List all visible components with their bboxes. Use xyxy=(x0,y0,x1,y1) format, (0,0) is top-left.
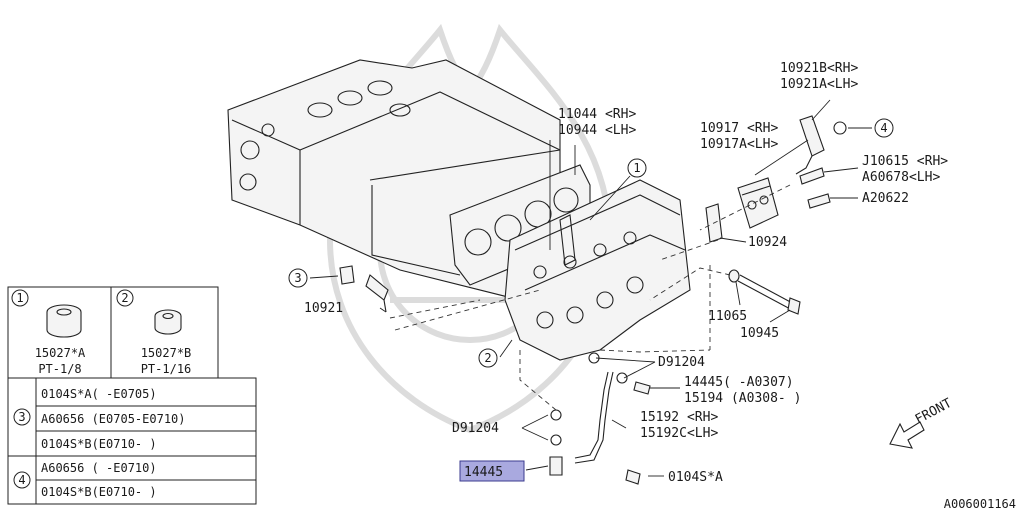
legend-row4-line2: 0104S*B(E0710- ) xyxy=(41,485,157,499)
label-D91204-lower: D91204 xyxy=(452,421,499,436)
assembly-lines xyxy=(389,184,791,411)
label-10924: 10924 xyxy=(748,235,787,250)
legend-row3-line2: A60656 (E0705-E0710) xyxy=(41,412,186,426)
label-10921A: 10921A<LH> xyxy=(780,77,858,92)
label-10921: 10921 xyxy=(304,301,343,316)
label-15192C: 15192C<LH> xyxy=(640,426,718,441)
callout-4: 4 xyxy=(874,118,894,138)
front-cylinder-head xyxy=(504,179,691,361)
callout-1: 1 xyxy=(627,158,647,178)
label-11065: 11065 xyxy=(708,309,747,324)
legend-row4-line1: A60656 ( -E0710) xyxy=(41,461,157,475)
label-10917A: 10917A<LH> xyxy=(700,137,778,152)
legend-cell2-spec: PT-1/16 xyxy=(141,362,192,376)
legend-cell2-part: 15027*B xyxy=(141,346,192,360)
callout-3: 3 xyxy=(288,268,308,288)
oil-control-valve-assembly xyxy=(705,115,847,243)
label-A20622: A20622 xyxy=(862,191,909,206)
left-sensor xyxy=(339,265,389,313)
label-10944: 10944 <LH> xyxy=(558,123,636,138)
label-14445: 14445( -A0307) xyxy=(684,375,794,390)
plug-large-icon xyxy=(46,304,82,338)
legend-table: 1 15027*A PT-1/8 2 15027*B PT-1/16 3 010… xyxy=(7,286,257,505)
plug-small-icon xyxy=(154,309,182,335)
label-J10615: J10615 <RH> xyxy=(862,154,948,169)
diagram-id: A006001164 xyxy=(944,497,1016,511)
label-10945: 10945 xyxy=(740,326,779,341)
label-A60678: A60678<LH> xyxy=(862,170,940,185)
label-10921B: 10921B<RH> xyxy=(780,61,858,76)
label-10917: 10917 <RH> xyxy=(700,121,778,136)
front-arrow: FRONT xyxy=(889,396,955,449)
svg-text:2: 2 xyxy=(484,351,491,365)
svg-text:4: 4 xyxy=(880,121,887,135)
highlight-14445[interactable] xyxy=(459,460,525,482)
label-15194: 15194 (A0308- ) xyxy=(684,391,801,406)
label-15192: 15192 <RH> xyxy=(640,410,718,425)
label-14445-highlighted[interactable]: 14445 xyxy=(464,465,503,480)
front-label: FRONT xyxy=(913,396,955,428)
legend-row3-line3: 0104S*B(E0710- ) xyxy=(41,437,157,451)
callout-2: 2 xyxy=(478,348,498,368)
legend-row3-num: 3 xyxy=(18,410,25,424)
label-D91204-upper: D91204 xyxy=(658,355,705,370)
legend-cell1-spec: PT-1/8 xyxy=(38,362,81,376)
legend-cell1-num: 1 xyxy=(16,291,23,305)
legend-cell2-num: 2 xyxy=(121,291,128,305)
legend-cell1-part: 15027*A xyxy=(35,346,86,360)
oil-pipe xyxy=(549,352,651,485)
leader-lines xyxy=(309,99,872,477)
svg-text:3: 3 xyxy=(294,271,301,285)
svg-text:1: 1 xyxy=(633,161,640,175)
legend-row4-num: 4 xyxy=(18,473,25,487)
label-11044: 11044 <RH> xyxy=(558,107,636,122)
head-bolt xyxy=(728,269,801,315)
legend-row3-line1: 0104S*A( -E0705) xyxy=(41,387,157,401)
label-0104SA: 0104S*A xyxy=(668,470,723,485)
